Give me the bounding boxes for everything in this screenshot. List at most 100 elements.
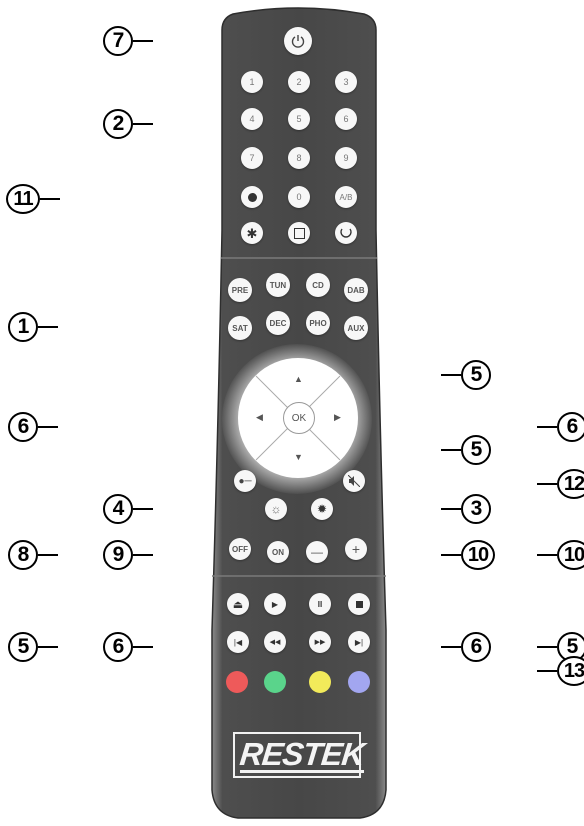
callout-number: 9 <box>103 540 133 570</box>
digit-button-9[interactable]: 9 <box>335 147 357 169</box>
source-button-sat[interactable]: SAT <box>228 316 252 340</box>
source-button-dab[interactable]: DAB <box>344 278 368 302</box>
mute-icon <box>348 475 360 487</box>
pause-button[interactable]: II <box>309 593 331 615</box>
rewind-button[interactable]: ◀◀ <box>264 631 286 653</box>
callout-number: 5 <box>8 632 38 662</box>
key-icon: ●─ <box>238 476 251 487</box>
square-button[interactable] <box>288 222 310 244</box>
callout-1: 1 <box>8 310 58 344</box>
callout-number: 2 <box>103 109 133 139</box>
minus-button[interactable]: — <box>306 541 328 563</box>
plus-button[interactable]: + <box>345 538 367 560</box>
callout-number: 6 <box>8 412 38 442</box>
callout-number: 6 <box>557 412 584 442</box>
down-arrow-icon[interactable]: ▼ <box>294 452 303 462</box>
skip-back-button[interactable]: |◀ <box>227 631 249 653</box>
callout-12: 12 <box>537 467 584 501</box>
fast-forward-icon: ▶▶ <box>315 638 326 646</box>
ok-button[interactable]: OK <box>283 402 315 434</box>
leader-line <box>441 374 461 376</box>
callout-4: 4 <box>103 492 153 526</box>
source-button-tun[interactable]: TUN <box>266 273 290 297</box>
callout-5-down: 5 <box>441 433 491 467</box>
callout-number: 1 <box>8 312 38 342</box>
power-icon <box>290 33 306 49</box>
yellow-button[interactable] <box>309 671 331 693</box>
play-button[interactable]: ▶ <box>264 593 286 615</box>
callout-9: 9 <box>103 538 153 572</box>
fast-forward-button[interactable]: ▶▶ <box>309 631 331 653</box>
callout-10-inner: 10 <box>441 538 495 572</box>
callout-13: 13 <box>537 654 584 688</box>
up-arrow-icon[interactable]: ▲ <box>294 374 303 384</box>
digit-button-0[interactable]: 0 <box>288 186 310 208</box>
record-button[interactable] <box>241 186 263 208</box>
source-button-dec[interactable]: DEC <box>266 311 290 335</box>
eject-icon: ⏏ <box>233 598 243 611</box>
brightness-down-button[interactable]: ✹ <box>311 498 333 520</box>
sun-filled-icon: ✹ <box>317 502 327 516</box>
callout-number: 6 <box>103 632 133 662</box>
digit-button-5[interactable]: 5 <box>288 108 310 130</box>
source-button-pre[interactable]: PRE <box>228 278 252 302</box>
logo-underline <box>240 770 364 773</box>
source-button-pho[interactable]: PHO <box>306 311 330 335</box>
callout-11: 11 <box>6 182 60 216</box>
digit-button-8[interactable]: 8 <box>288 147 310 169</box>
play-icon: ▶ <box>272 600 278 609</box>
callout-8: 8 <box>8 538 58 572</box>
callout-number: 5 <box>461 435 491 465</box>
brand-logo: RESTEK <box>238 736 366 773</box>
source-button-cd[interactable]: CD <box>306 273 330 297</box>
mute-button[interactable] <box>343 470 365 492</box>
leader-line <box>537 426 557 428</box>
leader-line <box>38 326 58 328</box>
leader-line <box>38 646 58 648</box>
power-button[interactable] <box>284 27 312 55</box>
red-button[interactable] <box>226 671 248 693</box>
digit-button-2[interactable]: 2 <box>288 71 310 93</box>
key-button[interactable]: ●─ <box>234 470 256 492</box>
callout-2: 2 <box>103 107 153 141</box>
leader-line <box>537 483 557 485</box>
callout-10-outer: 10 <box>537 538 584 572</box>
right-arrow-icon[interactable]: ▶ <box>334 412 341 423</box>
blue-button[interactable] <box>348 671 370 693</box>
skip-back-icon: |◀ <box>234 638 242 647</box>
callout-number: 7 <box>103 26 133 56</box>
callout-number: 11 <box>6 184 40 214</box>
stop-button[interactable] <box>348 593 370 615</box>
eject-button[interactable]: ⏏ <box>227 593 249 615</box>
brightness-up-button[interactable]: ☼ <box>265 498 287 520</box>
on-button[interactable]: ON <box>267 541 289 563</box>
leader-line <box>441 646 461 648</box>
leader-line <box>441 449 461 451</box>
leader-line <box>133 123 153 125</box>
digit-button-4[interactable]: 4 <box>241 108 263 130</box>
off-button[interactable]: OFF <box>229 538 251 560</box>
left-arrow-icon[interactable]: ◀ <box>256 412 263 423</box>
green-button[interactable] <box>264 671 286 693</box>
digit-button-3[interactable]: 3 <box>335 71 357 93</box>
leader-line <box>40 198 60 200</box>
digit-button-7[interactable]: 7 <box>241 147 263 169</box>
callout-number: 10 <box>557 540 584 570</box>
leader-line <box>133 554 153 556</box>
leader-line <box>537 554 557 556</box>
refresh-button[interactable] <box>335 222 357 244</box>
digit-button-1[interactable]: 1 <box>241 71 263 93</box>
skip-forward-button[interactable]: ▶| <box>348 631 370 653</box>
callout-number: 10 <box>461 540 495 570</box>
star-button[interactable]: ✱ <box>241 222 263 244</box>
leader-line <box>441 554 461 556</box>
leader-line <box>537 670 557 672</box>
digit-button-6[interactable]: 6 <box>335 108 357 130</box>
square-icon <box>294 228 305 239</box>
source-button-aux[interactable]: AUX <box>344 316 368 340</box>
leader-line <box>38 426 58 428</box>
ab-button[interactable]: A/B <box>335 186 357 208</box>
leader-line <box>537 646 557 648</box>
record-dot-icon <box>248 193 257 202</box>
leader-line <box>441 508 461 510</box>
